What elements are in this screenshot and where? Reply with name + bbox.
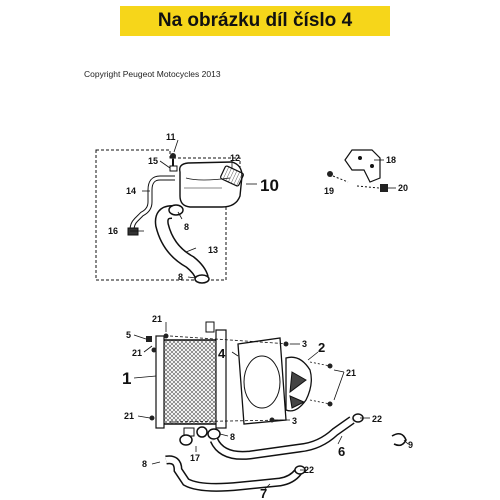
callout-21-mid: 21 bbox=[132, 348, 142, 358]
bolt-19 bbox=[327, 171, 349, 183]
hose-clip-9 bbox=[391, 432, 407, 447]
hose-clip-16 bbox=[127, 227, 139, 236]
callout-15: 15 bbox=[148, 156, 158, 166]
callout-20: 20 bbox=[398, 183, 408, 193]
reservoir-cap bbox=[220, 165, 244, 187]
callout-21-right: 21 bbox=[346, 368, 356, 378]
callout-13: 13 bbox=[208, 245, 218, 255]
hose-clamp-lower-c bbox=[207, 428, 221, 440]
callout-2: 2 bbox=[318, 340, 325, 355]
spacer-15 bbox=[169, 165, 178, 172]
bolt-3-bottom bbox=[269, 417, 275, 423]
callout-12: 12 bbox=[230, 153, 240, 163]
banner-text: Na obrázku díl číslo 4 bbox=[157, 10, 353, 31]
callout-5: 5 bbox=[126, 330, 131, 340]
callout-4: 4 bbox=[218, 346, 226, 361]
callout-9: 9 bbox=[408, 440, 413, 450]
callout-3-bottom: 3 bbox=[292, 416, 297, 426]
callout-1: 1 bbox=[122, 369, 131, 388]
callout-3-top: 3 bbox=[302, 339, 307, 349]
fan-shroud bbox=[237, 337, 287, 425]
callout-21-bottom: 21 bbox=[124, 411, 134, 421]
callout-8-left: 8 bbox=[142, 459, 147, 469]
copyright-text: Copyright Peugeot Motocycles 2013 bbox=[84, 69, 221, 79]
bolt-3-top bbox=[283, 341, 289, 347]
callout-14: 14 bbox=[126, 186, 136, 196]
radiator bbox=[155, 321, 227, 437]
callout-21-top: 21 bbox=[152, 314, 162, 324]
screw-21-bottom bbox=[149, 415, 155, 421]
callout-10: 10 bbox=[260, 176, 279, 195]
callout-7: 7 bbox=[260, 486, 267, 500]
callout-6: 6 bbox=[338, 444, 345, 459]
callout-11: 11 bbox=[166, 132, 176, 142]
callout-22-bottom: 22 bbox=[304, 465, 314, 475]
cooling-fan bbox=[285, 356, 312, 412]
screw-11 bbox=[170, 153, 176, 166]
callout-8-right: 8 bbox=[230, 432, 235, 442]
screw-5 bbox=[146, 336, 152, 342]
callout-16: 16 bbox=[108, 226, 118, 236]
callout-8-mid: 8 bbox=[178, 272, 183, 282]
screw-21-top bbox=[163, 333, 169, 339]
nut-20 bbox=[380, 184, 388, 192]
callout-8-top: 8 bbox=[184, 222, 189, 232]
mounting-bracket bbox=[344, 149, 381, 183]
screw-21-right-b bbox=[327, 401, 333, 407]
screw-21-mid bbox=[151, 347, 157, 353]
screw-21-right-a bbox=[327, 363, 333, 369]
hose-clamp-top bbox=[168, 204, 184, 216]
hose-clamp-lower-b bbox=[196, 426, 208, 438]
callout-19: 19 bbox=[324, 186, 334, 196]
callout-17: 17 bbox=[190, 453, 200, 463]
callout-18: 18 bbox=[386, 155, 396, 165]
part-banner: Na obrázku díl číslo 4 bbox=[120, 6, 390, 36]
hose-clamp-lower-a bbox=[179, 434, 193, 446]
callout-22-top: 22 bbox=[372, 414, 382, 424]
hose-clamp-bottom bbox=[194, 274, 210, 284]
